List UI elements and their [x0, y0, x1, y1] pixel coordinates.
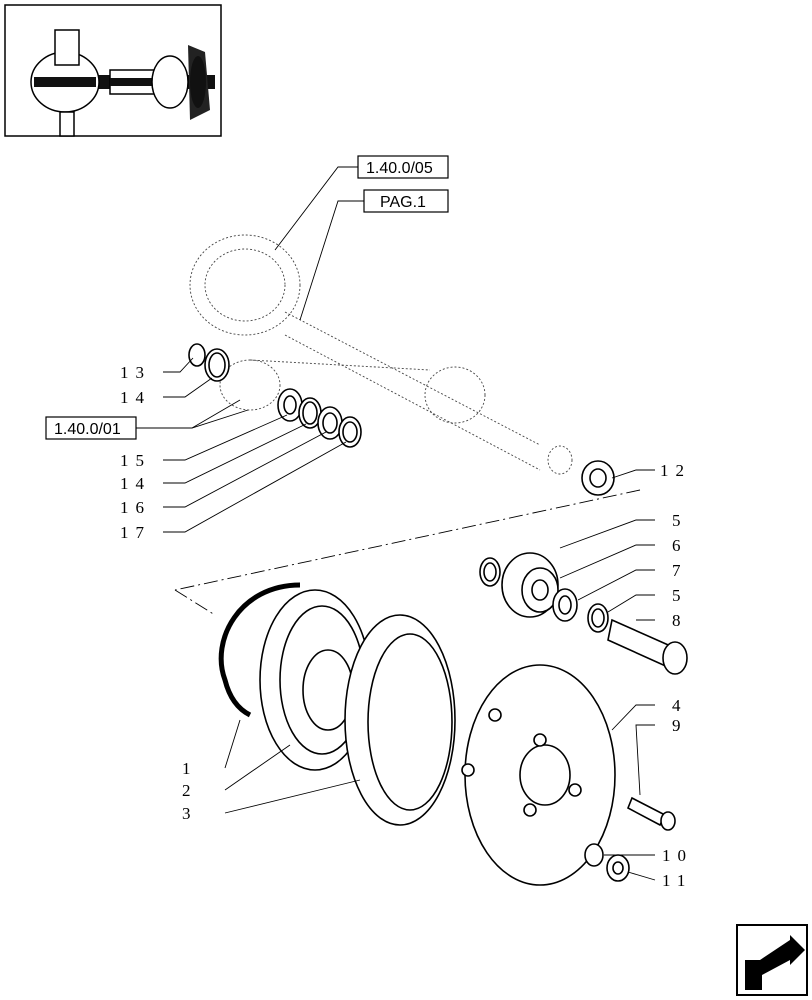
assembly-lines	[174, 489, 641, 616]
bolt-9	[626, 796, 676, 831]
washer-10	[584, 843, 604, 867]
callout-15: 15	[120, 451, 151, 470]
callout-5-lower: 5	[672, 586, 688, 605]
callout-14-upper: 14	[120, 388, 151, 407]
callout-4: 4	[672, 696, 688, 715]
callout-16: 16	[120, 498, 151, 517]
washer-5-upper	[479, 557, 501, 587]
callout-12: 12	[660, 461, 691, 480]
callout-7: 7	[672, 561, 688, 580]
callout-2: 2	[182, 781, 198, 800]
planet-carrier-4	[461, 664, 616, 886]
leader-lines	[136, 166, 656, 881]
ref-text-1-40-0-01: 1.40.0/01	[54, 421, 121, 438]
ref-text-pag-1: PAG.1	[380, 194, 426, 211]
ring-14-lower	[298, 397, 322, 429]
next-page-arrow-icon[interactable]	[736, 924, 808, 996]
axle-housing-outline	[189, 234, 573, 475]
thumbnail-overview	[4, 4, 222, 137]
callout-3: 3	[182, 804, 198, 823]
nut-11	[606, 854, 630, 882]
needle-bearing-7	[552, 588, 578, 622]
ref-text-1-40-0-05: 1.40.0/05	[366, 160, 433, 177]
ring-16	[317, 406, 343, 440]
ring-17	[338, 416, 362, 448]
ring-14-upper	[204, 348, 230, 382]
callout-8: 8	[672, 611, 688, 630]
planet-gear-6	[501, 552, 559, 618]
callout-9: 9	[672, 716, 688, 735]
ring-gear-2	[259, 589, 371, 771]
seal-12	[581, 460, 615, 496]
bearing-15	[277, 388, 303, 422]
snap-ring-1	[218, 582, 301, 718]
hub-carrier-3	[344, 614, 456, 826]
washer-5-lower	[587, 603, 609, 633]
callout-10: 10	[662, 846, 693, 865]
callout-1: 1	[182, 759, 198, 778]
callout-5-upper: 5	[672, 511, 688, 530]
callout-14-lower: 14	[120, 474, 151, 493]
circlip-13	[188, 343, 206, 367]
ref-box-pag-1[interactable]: PAG.1	[363, 189, 449, 213]
ref-box-1-40-0-05[interactable]: 1.40.0/05	[357, 155, 449, 179]
callout-labels: 13 14 15 14 16 17 12 5 6 7 5 8 4 9 1 2 3…	[120, 363, 693, 890]
callout-17: 17	[120, 523, 151, 542]
pin-8	[607, 618, 688, 675]
callout-11: 11	[662, 871, 692, 890]
ref-box-1-40-0-01[interactable]: 1.40.0/01	[45, 416, 137, 440]
callout-13: 13	[120, 363, 151, 382]
callout-6: 6	[672, 536, 688, 555]
